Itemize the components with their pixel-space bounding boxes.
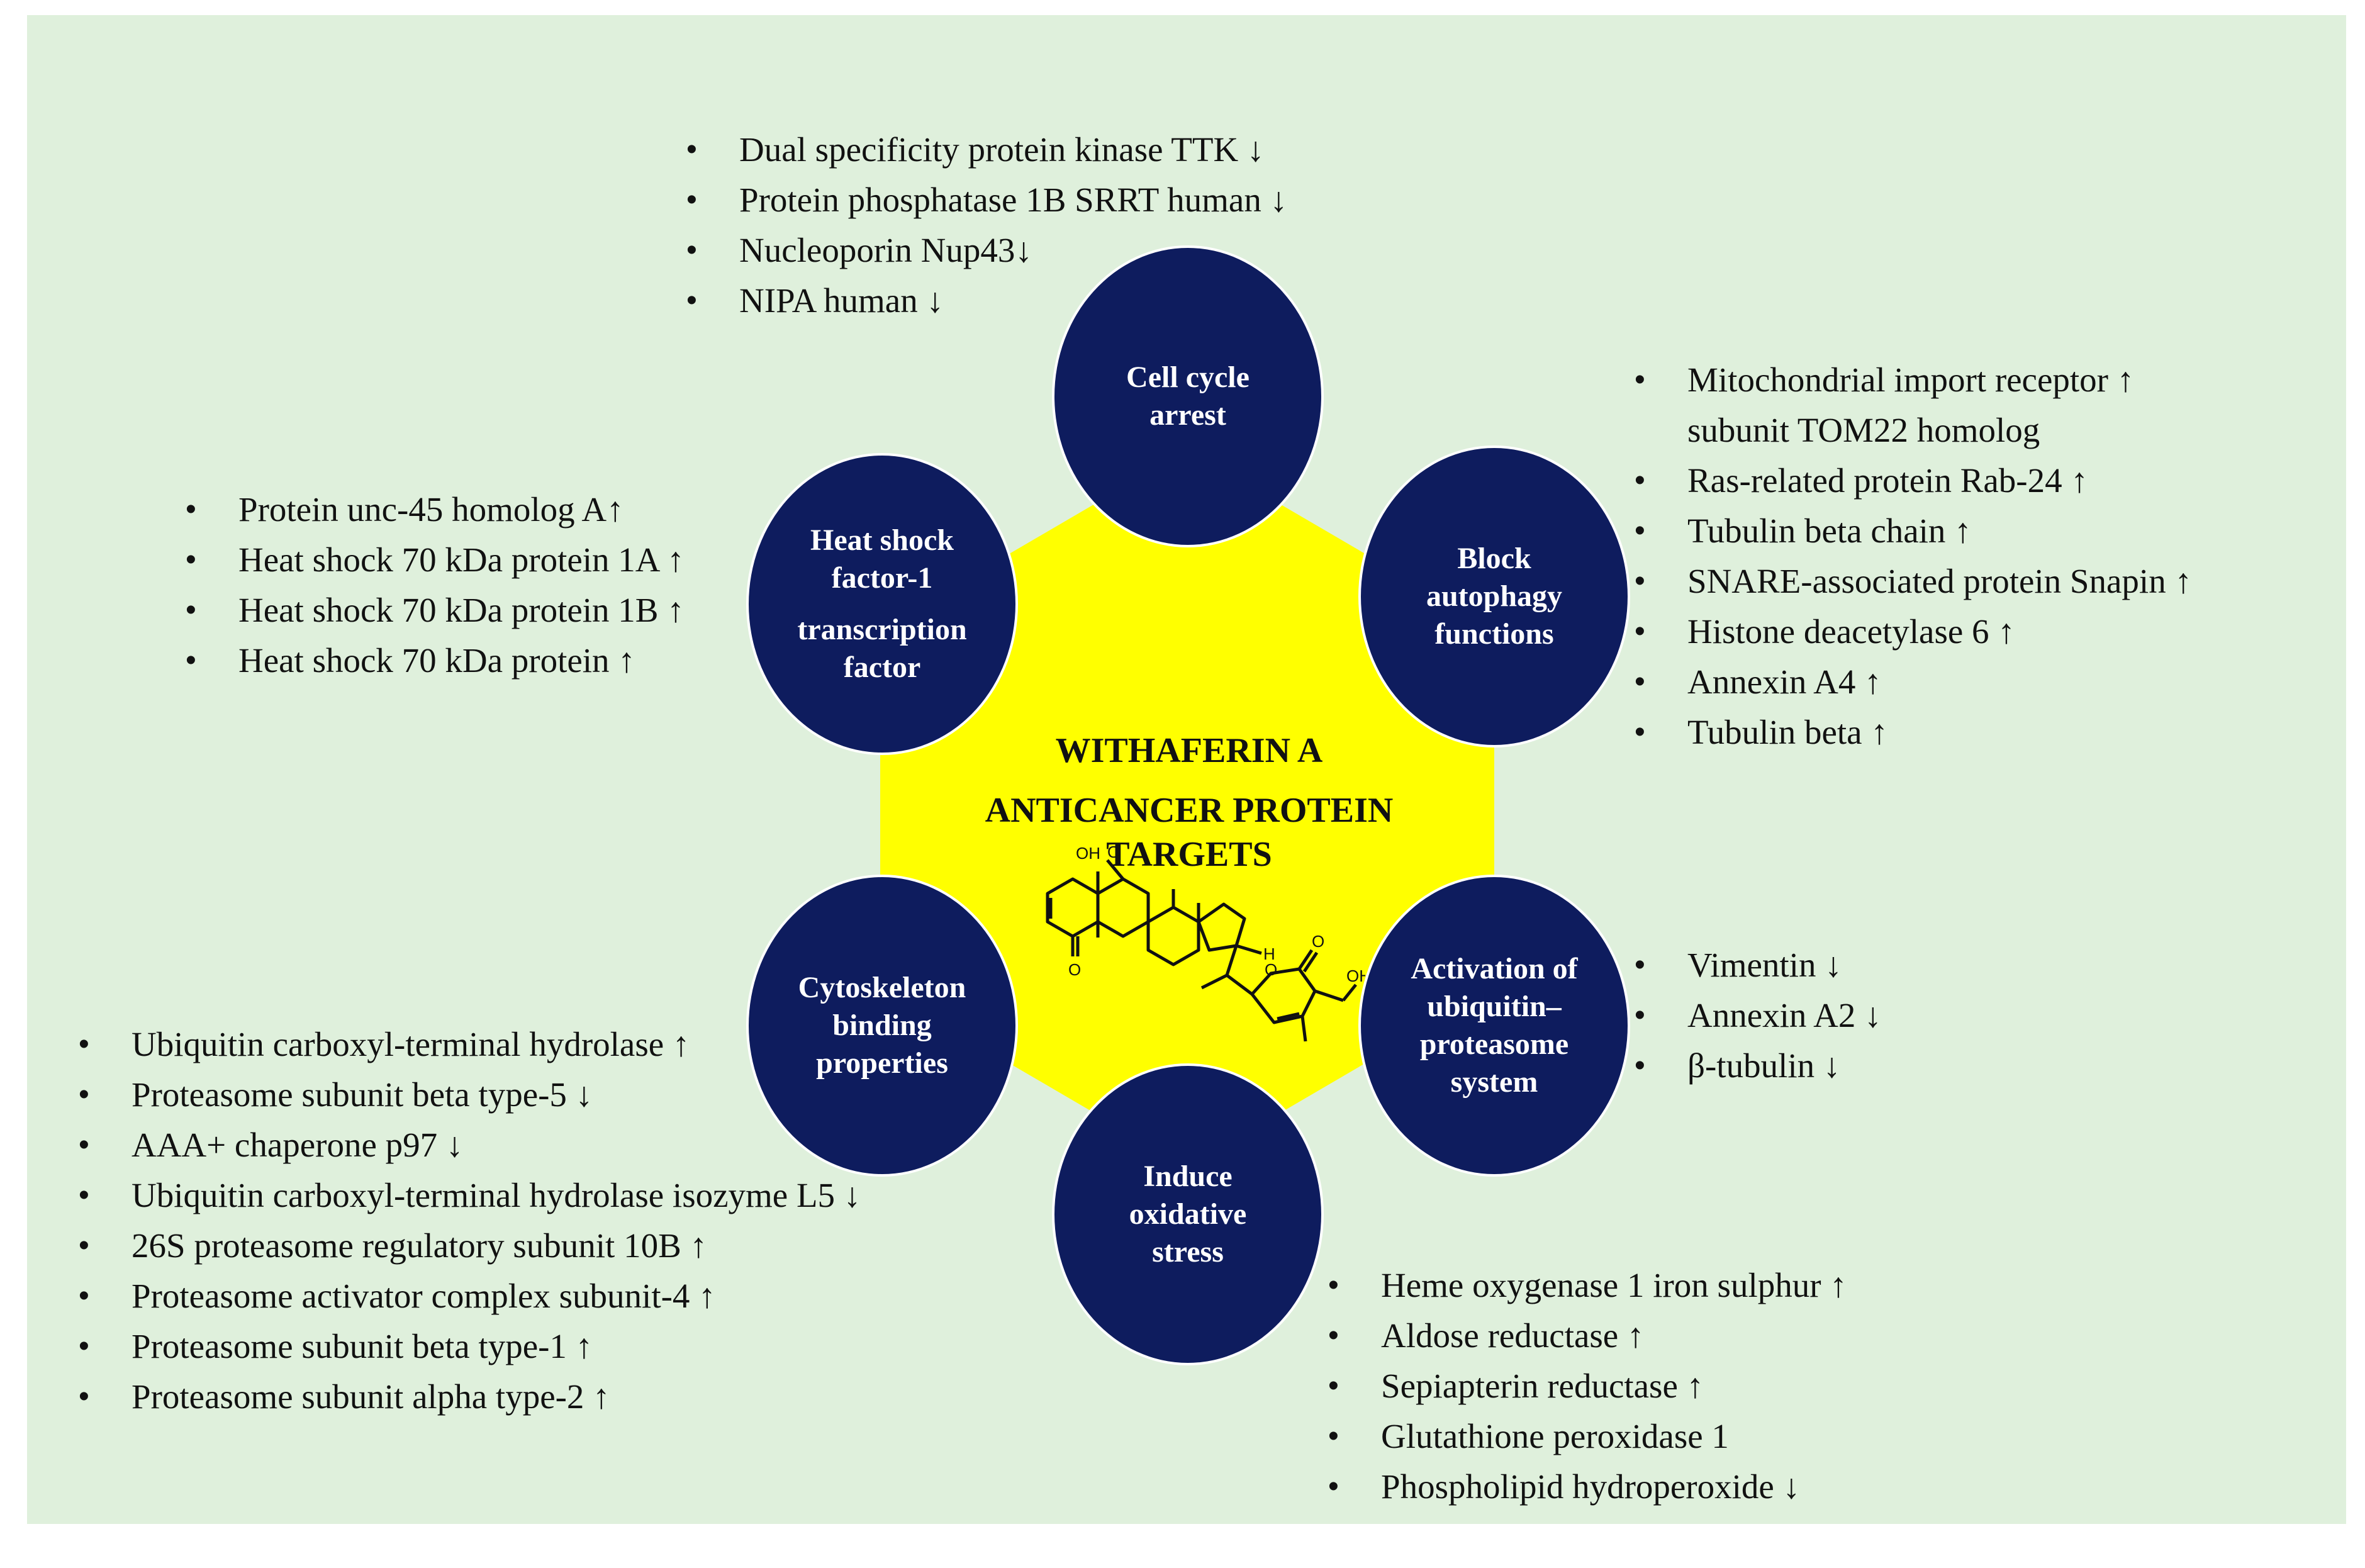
node-label: functions bbox=[1434, 617, 1554, 651]
list-item: Phospholipid hydroperoxide ↓ bbox=[1328, 1462, 1847, 1512]
list-item: Glutathione peroxidase 1 bbox=[1328, 1411, 1847, 1462]
node-block-autophagy: Block autophagy functions bbox=[1358, 445, 1630, 748]
center-title-line-2: ANTICANCER PROTEIN bbox=[985, 791, 1394, 830]
node-label: ubiquitin– bbox=[1427, 990, 1562, 1023]
list-item: Heat shock 70 kDa protein ↑ bbox=[186, 636, 685, 686]
list-ubiquitin-targets: Vimentin ↓ Annexin A2 ↓ β-tubulin ↓ bbox=[1635, 940, 1882, 1091]
list-cell-cycle-targets: Dual specificity protein kinase TTK ↓ Pr… bbox=[686, 125, 1287, 326]
node-label: arrest bbox=[1149, 398, 1226, 432]
list-item: Proteasome subunit beta type-1 ↑ bbox=[79, 1321, 861, 1372]
list-item-continuation: subunit TOM22 homolog bbox=[1687, 411, 2040, 449]
list-item: Ubiquitin carboxyl-terminal hydrolase ↑ bbox=[79, 1019, 861, 1070]
node-label: factor-1 bbox=[831, 561, 933, 595]
list-item: Annexin A4 ↑ bbox=[1635, 657, 2192, 707]
list-item: Tubulin beta ↑ bbox=[1635, 707, 2192, 758]
list-item: Proteasome subunit alpha type-2 ↑ bbox=[79, 1372, 861, 1422]
molecule-label-oh1: OH bbox=[1076, 844, 1100, 863]
list-item: Sepiapterin reductase ↑ bbox=[1328, 1361, 1847, 1411]
node-label: Cell cycle bbox=[1126, 361, 1250, 394]
list-item: Heme oxygenase 1 iron sulphur ↑ bbox=[1328, 1260, 1847, 1311]
node-label: Block bbox=[1457, 542, 1531, 575]
list-item: Vimentin ↓ bbox=[1635, 940, 1882, 990]
list-item: Protein unc-45 homolog A↑ bbox=[186, 484, 685, 535]
list-item: AAA+ chaperone p97 ↓ bbox=[79, 1120, 861, 1170]
list-item: Annexin A2 ↓ bbox=[1635, 990, 1882, 1041]
center-title-line-1: WITHAFERIN A bbox=[1055, 731, 1323, 770]
withaferin-molecule: OH O O O O OH H bbox=[1046, 843, 1365, 1042]
list-autophagy-targets: Mitochondrial import receptor ↑ subunit … bbox=[1635, 355, 2192, 758]
node-heat-shock-factor: Heat shock factor-1 transcription factor bbox=[746, 453, 1018, 755]
molecule-label-h: H bbox=[1263, 944, 1275, 963]
list-item: Heat shock 70 kDa protein 1A ↑ bbox=[186, 535, 685, 585]
list-item: Aldose reductase ↑ bbox=[1328, 1311, 1847, 1361]
list-heat-shock-targets: Protein unc-45 homolog A↑ Heat shock 70 … bbox=[186, 484, 685, 686]
list-item: 26S proteasome regulatory subunit 10B ↑ bbox=[79, 1221, 861, 1271]
list-item: Histone deacetylase 6 ↑ bbox=[1635, 607, 2192, 657]
node-label: system bbox=[1450, 1065, 1538, 1099]
node-label: factor bbox=[843, 651, 921, 684]
list-item: Mitochondrial import receptor ↑ bbox=[1635, 355, 2192, 405]
list-oxidative-targets: Heme oxygenase 1 iron sulphur ↑ Aldose r… bbox=[1328, 1260, 1847, 1512]
node-label: autophagy bbox=[1426, 580, 1563, 613]
list-item: Heat shock 70 kDa protein 1B ↑ bbox=[186, 585, 685, 636]
list-item: Tubulin beta chain ↑ bbox=[1635, 506, 2192, 556]
node-label: Heat shock bbox=[810, 524, 954, 557]
list-item: Ubiquitin carboxyl-terminal hydrolase is… bbox=[79, 1170, 861, 1221]
molecule-label-o3: O bbox=[1265, 960, 1277, 979]
molecule-label-o1: O bbox=[1107, 843, 1120, 861]
list-item: β-tubulin ↓ bbox=[1635, 1041, 1882, 1091]
node-label: Activation of bbox=[1411, 952, 1578, 985]
center-title-line-3: TARGETS bbox=[1106, 835, 1272, 874]
list-item: Nucleoporin Nup43↓ bbox=[686, 225, 1287, 276]
list-cytoskeleton-targets: Ubiquitin carboxyl-terminal hydrolase ↑ … bbox=[79, 1019, 861, 1422]
molecule-label-o2: O bbox=[1068, 960, 1081, 979]
list-item: Dual specificity protein kinase TTK ↓ bbox=[686, 125, 1287, 175]
node-label: stress bbox=[1152, 1235, 1224, 1268]
list-item: Proteasome subunit beta type-5 ↓ bbox=[79, 1070, 861, 1120]
node-ubiquitin-proteasome: Activation of ubiquitin– proteasome system bbox=[1358, 875, 1630, 1177]
node-label: Cytoskeleton bbox=[798, 971, 966, 1004]
node-label: proteasome bbox=[1419, 1028, 1569, 1061]
list-item: NIPA human ↓ bbox=[686, 276, 1287, 326]
list-item: SNARE-associated protein Snapin ↑ bbox=[1635, 556, 2192, 607]
list-item: Protein phosphatase 1B SRRT human ↓ bbox=[686, 175, 1287, 225]
list-item: Proteasome activator complex subunit-4 ↑ bbox=[79, 1271, 861, 1321]
node-label: Induce bbox=[1143, 1160, 1233, 1193]
node-label: oxidative bbox=[1129, 1197, 1247, 1231]
molecule-label-oh2: OH bbox=[1346, 966, 1365, 985]
node-label: transcription bbox=[797, 613, 967, 646]
molecule-label-o4: O bbox=[1312, 932, 1324, 951]
node-oxidative-stress: Induce oxidative stress bbox=[1052, 1063, 1324, 1365]
list-item: Ras-related protein Rab-24 ↑ bbox=[1635, 456, 2192, 506]
